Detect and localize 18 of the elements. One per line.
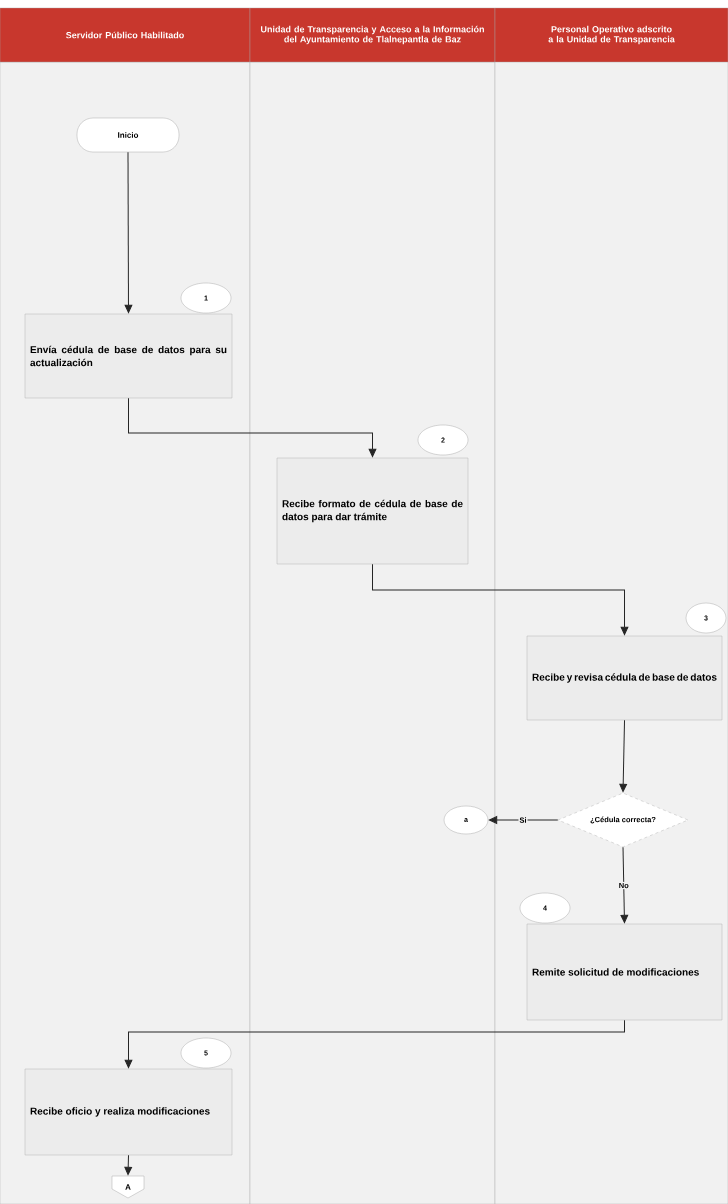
off-page-connector: A [111, 1175, 145, 1199]
arrow [124, 151, 133, 314]
process-box: Recibe formato de cédula de base de datos para dar trámite [276, 457, 469, 565]
arrow [488, 816, 559, 824]
node-label: Unidad de Transparencia y Acceso a la Información del Ayuntamiento de Tlalnepantla de Baz [261, 25, 484, 45]
node-label: Personal Operativo adscrito a la Unidad de Transparencia [548, 25, 675, 45]
arrow [128, 397, 377, 458]
node-label: Servidor Público Habilitado [66, 31, 184, 39]
arrow [620, 846, 629, 924]
process-box: Remite solicitud de modificaciones [526, 923, 723, 1021]
arrow [619, 719, 628, 793]
arrow [372, 563, 629, 636]
arrow [124, 1019, 625, 1069]
process-box: Envía cédula de base de datos para su actualización [24, 313, 233, 399]
start-terminator: Inicio [76, 117, 180, 153]
process-box: Recibe oficio y realiza modificaciones [24, 1068, 233, 1156]
process-box: Recibe y revisa cédula de base de datos [526, 635, 723, 721]
arrow [124, 1154, 133, 1176]
